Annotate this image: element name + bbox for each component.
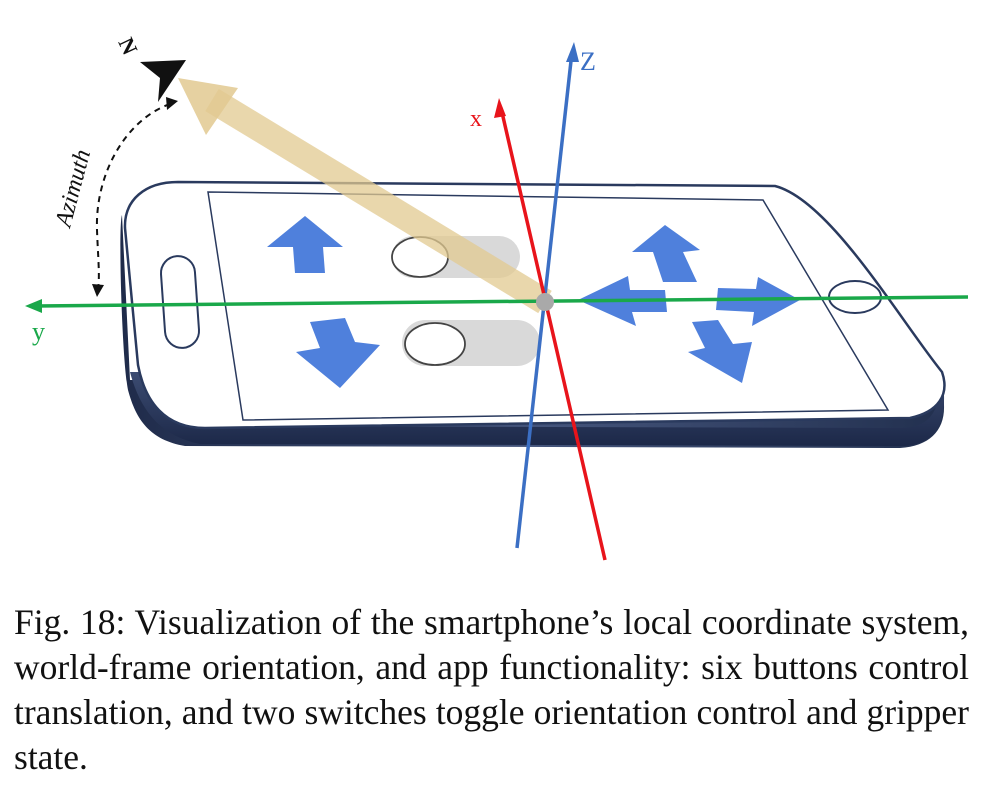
y-axis-label: y bbox=[32, 317, 45, 346]
y-axis: y bbox=[25, 295, 969, 346]
azimuth-label: Azimuth bbox=[50, 147, 96, 232]
north-compass-icon: N bbox=[113, 34, 186, 102]
x-axis: x bbox=[470, 98, 607, 561]
gripper-switch[interactable] bbox=[402, 320, 540, 366]
coordinate-system-diagram: Z x y Azimuth N bbox=[25, 34, 969, 561]
arrow-right-button[interactable] bbox=[716, 277, 800, 326]
arrow-up-right-button[interactable] bbox=[632, 225, 700, 282]
z-axis-label: Z bbox=[580, 47, 596, 76]
arrow-down-right-button[interactable] bbox=[688, 320, 752, 383]
phone-bottom-edge bbox=[130, 372, 945, 446]
arrow-up-left-button[interactable] bbox=[267, 216, 343, 273]
phone-screen bbox=[207, 191, 890, 421]
origin-point bbox=[536, 293, 554, 311]
north-vector bbox=[178, 78, 552, 314]
figure-caption: Fig. 18: Visualization of the smartphone… bbox=[14, 602, 969, 777]
x-axis-label: x bbox=[470, 106, 482, 132]
north-label: N bbox=[113, 34, 142, 59]
arrow-down-left-button[interactable] bbox=[296, 318, 380, 388]
gripper-switch-knob bbox=[404, 322, 466, 366]
